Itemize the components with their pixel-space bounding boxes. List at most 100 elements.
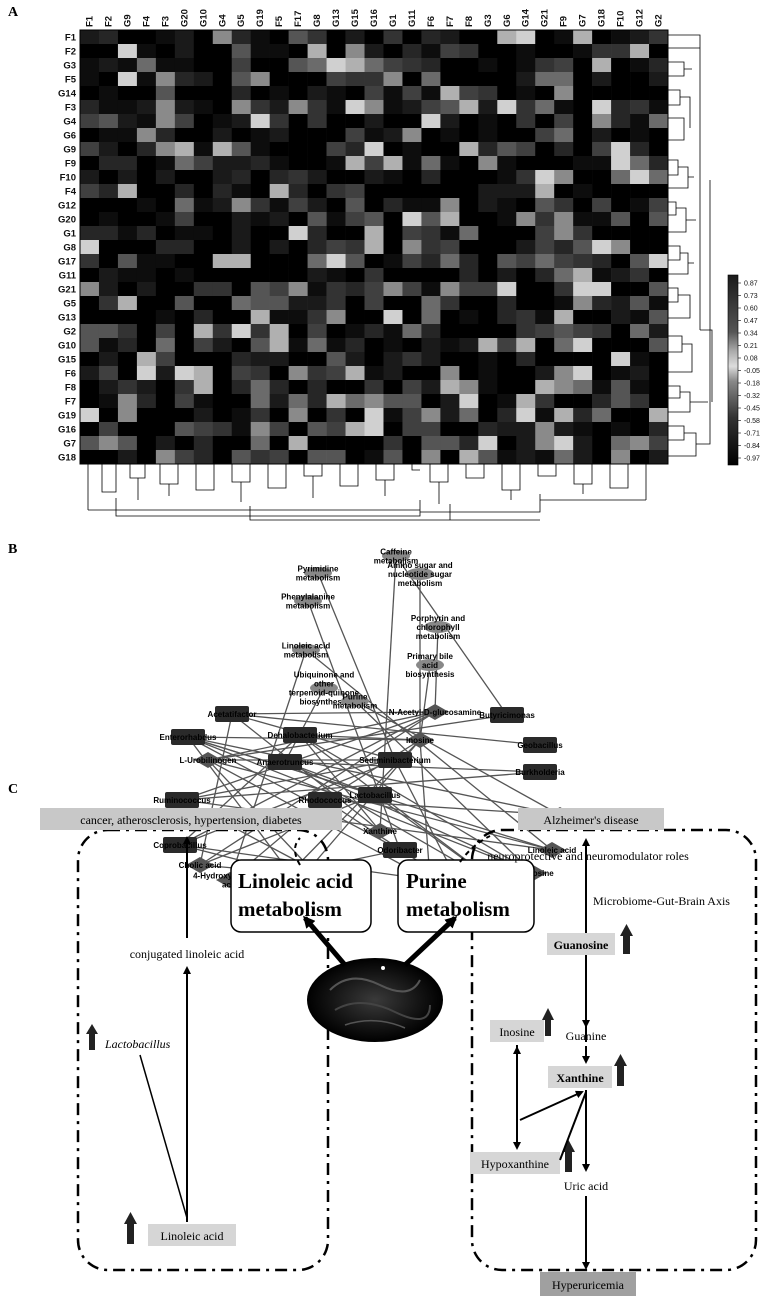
heatmap-column-label: G5 <box>236 14 247 27</box>
neuro-text: neuroprotective and neuromodulator roles <box>487 849 689 863</box>
heatmap-cell <box>440 184 460 199</box>
heatmap-cell <box>402 282 422 297</box>
heatmap-cell <box>497 324 517 339</box>
heatmap-cell <box>155 170 176 185</box>
heatmap-cell <box>630 352 650 367</box>
heatmap-cell <box>364 240 384 255</box>
heatmap-cell <box>345 282 365 297</box>
heatmap-cell <box>364 268 384 283</box>
heatmap-cell <box>288 282 308 297</box>
heatmap-cell <box>212 184 233 199</box>
heatmap-cell <box>307 128 327 143</box>
guanosine-box <box>547 933 615 955</box>
heatmap-column-label: G12 <box>635 9 646 27</box>
heatmap-cell <box>326 128 346 143</box>
heatmap-cell <box>573 268 593 283</box>
heatmap-cell <box>98 394 119 409</box>
heatmap-cell <box>383 226 403 241</box>
heatmap-cell <box>649 198 669 213</box>
heatmap-cell <box>516 170 536 185</box>
network-node-label: Anaerotruncus <box>257 758 314 767</box>
colorbar-tick-label: 0.21 <box>744 343 758 350</box>
xanthine-text: Xanthine <box>556 1071 604 1085</box>
heatmap-cell <box>611 408 631 423</box>
heatmap-cell <box>80 366 100 381</box>
heatmap-cell <box>250 86 270 101</box>
heatmap-cell <box>459 380 479 395</box>
panel-label-a: A <box>8 5 19 20</box>
heatmap-cell <box>421 212 441 227</box>
network-node-label: biosynthesis <box>300 698 349 707</box>
heatmap-cell <box>212 128 233 143</box>
heatmap-cell <box>250 254 270 269</box>
heatmap-cell <box>573 282 593 297</box>
heatmap-cell <box>497 254 517 269</box>
network-node: Xanthine <box>363 823 397 839</box>
network-edge <box>379 555 397 832</box>
heatmap-cell <box>307 58 327 73</box>
heatmap-cell <box>516 254 536 269</box>
network-node-label: Burkholderia <box>515 768 565 777</box>
heatmap-cell <box>345 352 365 367</box>
heatmap-cell <box>573 184 593 199</box>
heatmap-cell <box>345 394 365 409</box>
heatmap-row-label: G8 <box>63 243 76 254</box>
heatmap-cell <box>440 394 460 409</box>
heatmap-cell <box>117 128 138 143</box>
heatmap-cell <box>364 338 384 353</box>
heatmap-cell <box>174 268 195 283</box>
network-node-label: Geobacillus <box>517 741 563 750</box>
heatmap-cell <box>516 212 536 227</box>
heatmap-cell <box>516 408 536 423</box>
heatmap-cell <box>611 170 631 185</box>
heatmap-cell <box>117 240 138 255</box>
heatmap-cell <box>478 254 498 269</box>
heatmap-cell <box>174 422 195 437</box>
heatmap-cell <box>592 324 612 339</box>
heatmap-cell <box>516 184 536 199</box>
heatmap-cell <box>459 114 479 129</box>
linoleic-region <box>76 828 330 1272</box>
colorbar-tick-label: -0.32 <box>744 393 760 400</box>
heatmap-cell <box>250 30 270 45</box>
heatmap-cell <box>212 422 233 437</box>
heatmap-column-label: G11 <box>407 9 418 27</box>
heatmap-cell <box>98 296 119 311</box>
heatmap-cell <box>80 296 100 311</box>
heatmap-cell <box>383 198 403 213</box>
heatmap-cell <box>98 338 119 353</box>
heatmap-cell <box>364 198 384 213</box>
heatmap-cell <box>611 142 631 157</box>
heatmap-cell <box>535 184 555 199</box>
heatmap-cell <box>573 422 593 437</box>
heatmap-cell <box>117 100 138 115</box>
network-node-label: nucleotide sugar <box>388 570 452 579</box>
heatmap-cell <box>250 450 270 465</box>
heatmap-row-label: G6 <box>63 131 76 142</box>
network-node-label: chlorophyll <box>416 623 459 632</box>
network-node-label: Ruminococcus <box>153 796 211 805</box>
heatmap-cell <box>193 30 214 45</box>
heatmap-cell <box>440 310 460 325</box>
heatmap-cell <box>193 44 214 59</box>
heatmap-cell <box>212 450 233 465</box>
heatmap-cell <box>212 296 233 311</box>
heatmap-cell <box>592 72 612 87</box>
heatmap-cell <box>459 254 479 269</box>
heatmap-cell <box>174 30 195 45</box>
heatmap-cell <box>573 338 593 353</box>
heatmap-cell <box>136 282 157 297</box>
heatmap-cell <box>231 212 252 227</box>
heatmap-cell <box>250 394 270 409</box>
heatmap-cell <box>649 100 669 115</box>
heatmap-cell <box>535 450 555 465</box>
network-node: Linoleic acid <box>528 842 576 858</box>
heatmap-cell <box>535 268 555 283</box>
heatmap-cell <box>136 30 157 45</box>
heatmap-cell <box>326 44 346 59</box>
heatmap-cell <box>497 114 517 129</box>
heatmap-cell <box>440 128 460 143</box>
colorbar-tick-label: 0.47 <box>744 318 758 325</box>
heatmap-cell <box>307 184 327 199</box>
heatmap-cell <box>288 30 308 45</box>
